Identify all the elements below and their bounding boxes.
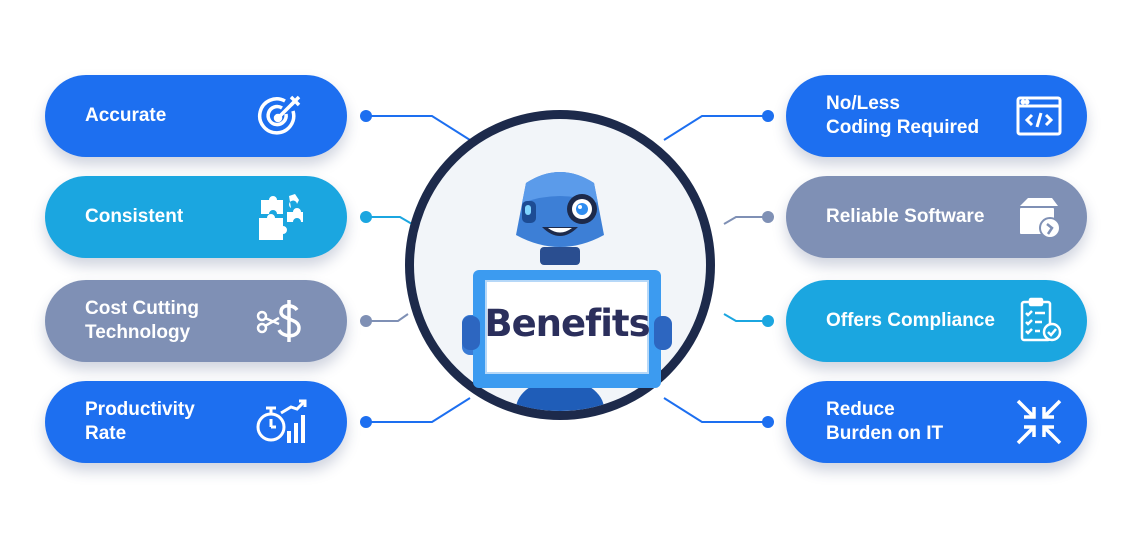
- dot-compliance: [762, 315, 774, 327]
- center-title: Benefits: [484, 302, 650, 345]
- dot-consistent: [360, 211, 372, 223]
- dot-burden: [762, 416, 774, 428]
- benefit-label: Productivity Rate: [85, 399, 195, 444]
- benefit-label: Reliable Software: [826, 206, 985, 227]
- dot-cost: [360, 315, 372, 327]
- benefit-label: No/Less Coding Required: [826, 93, 980, 138]
- connector-productivity: [366, 397, 471, 423]
- benefit-compliance: Offers Compliance: [786, 280, 1087, 362]
- dot-reliable: [762, 211, 774, 223]
- benefit-label: Cost Cutting Technology: [85, 298, 199, 343]
- code-window-icon: [1016, 96, 1062, 136]
- connector-cost: [366, 313, 409, 322]
- stopwatch-chart-icon: [256, 399, 307, 443]
- puzzle-icon: [259, 194, 303, 240]
- target-icon: [258, 95, 301, 135]
- benefits-board: Benefits: [473, 270, 661, 388]
- connector-accurate: [366, 115, 471, 141]
- benefit-accurate: Accurate: [45, 75, 347, 157]
- benefit-label: Consistent: [85, 206, 184, 227]
- robot-left-hand: [462, 316, 480, 350]
- dot-productivity: [360, 416, 372, 428]
- benefit-label: Accurate: [85, 105, 167, 126]
- benefit-label: Reduce Burden on IT: [826, 399, 944, 444]
- board-panel: [485, 280, 649, 374]
- dot-coding: [762, 110, 774, 122]
- dollar-scissors-icon: [256, 300, 301, 342]
- benefit-no-coding: No/Less Coding Required: [786, 75, 1087, 157]
- benefit-consistent: Consistent: [45, 176, 347, 258]
- checklist-icon: [1020, 297, 1062, 342]
- connector-compliance: [723, 313, 768, 322]
- benefit-reliable-software: Reliable Software: [786, 176, 1087, 258]
- benefit-cost-cutting: Cost Cutting Technology: [45, 280, 347, 362]
- compress-arrows-icon: [1016, 399, 1062, 445]
- connector-burden: [663, 397, 768, 423]
- connector-coding: [663, 115, 768, 141]
- benefit-label: Offers Compliance: [826, 310, 995, 331]
- connector-reliable: [723, 216, 768, 225]
- dot-accurate: [360, 110, 372, 122]
- connector-consistent: [366, 216, 413, 225]
- benefit-reduce-burden: Reduce Burden on IT: [786, 381, 1087, 463]
- benefit-productivity: Productivity Rate: [45, 381, 347, 463]
- software-box-icon: [1020, 198, 1061, 239]
- robot-right-hand: [654, 316, 672, 350]
